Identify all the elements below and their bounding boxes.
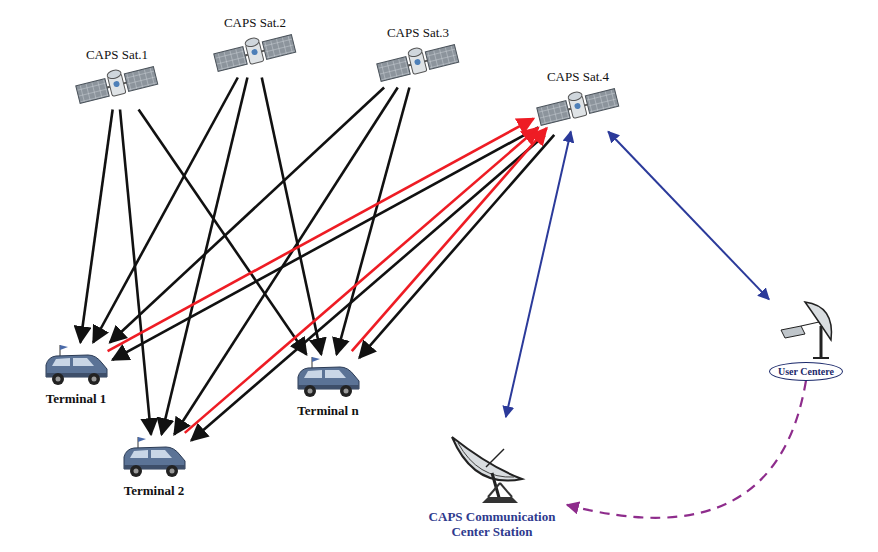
link-arrow <box>567 381 806 518</box>
sat-node: CAPS Sat.4 <box>536 69 620 132</box>
link-arrow <box>139 110 307 355</box>
vehicle-icon <box>294 355 362 401</box>
satellite-label: CAPS Sat.1 <box>86 47 148 62</box>
link-arrow <box>608 132 769 300</box>
terminal-label: Terminal n <box>297 403 358 418</box>
sat-node: CAPS Sat.3 <box>376 25 460 88</box>
vehicle-icon <box>120 435 188 481</box>
link-arrow <box>191 135 545 440</box>
link-arrow <box>506 132 571 418</box>
term-node: Terminal 1 <box>42 343 110 406</box>
link-arrow <box>110 88 384 343</box>
user-node: User Centere <box>769 296 843 381</box>
user-centre-label: User Centere <box>769 362 843 381</box>
satellite-icon <box>536 84 620 132</box>
link-arrow <box>352 128 547 351</box>
sat-node: CAPS Sat.2 <box>213 15 297 78</box>
terminal-label: Terminal 1 <box>46 391 107 406</box>
ground-dish-icon <box>444 417 540 509</box>
station-label: CAPS Communication Center Station <box>417 509 567 539</box>
station-node: CAPS Communication Center Station <box>417 417 567 539</box>
link-arrow <box>174 88 397 435</box>
term-node: Terminal 2 <box>120 435 188 498</box>
satellite-label: CAPS Sat.2 <box>224 15 286 30</box>
satellite-icon <box>213 30 297 78</box>
link-arrow <box>359 135 554 358</box>
term-node: Terminal n <box>294 355 362 418</box>
vehicle-icon <box>42 343 110 389</box>
link-arrow <box>262 78 321 355</box>
link-arrow <box>185 128 539 433</box>
satellite-icon <box>376 40 460 88</box>
link-arrow <box>120 110 151 435</box>
satellite-icon <box>75 62 159 110</box>
sat-node: CAPS Sat.1 <box>75 47 159 110</box>
user-dish-icon <box>771 296 841 362</box>
link-arrow <box>80 110 112 343</box>
terminal-label: Terminal 2 <box>124 483 185 498</box>
satellite-label: CAPS Sat.3 <box>387 25 449 40</box>
satellite-label: CAPS Sat.4 <box>547 69 609 84</box>
